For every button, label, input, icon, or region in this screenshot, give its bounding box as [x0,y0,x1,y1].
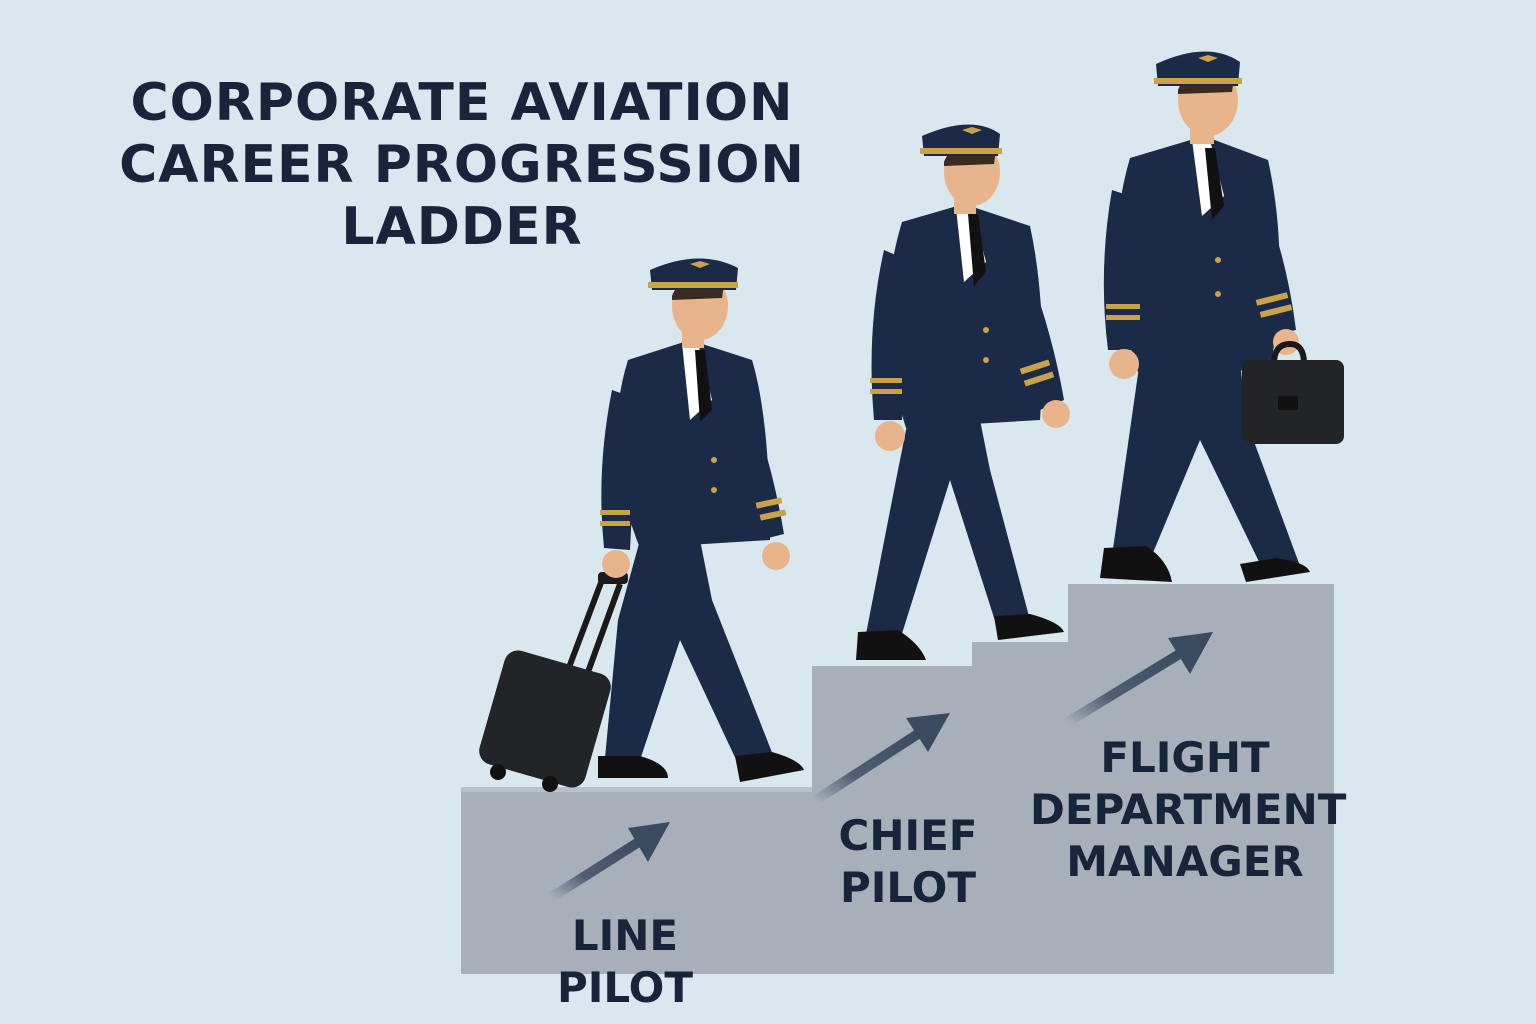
pilot-line-pilot [479,258,804,792]
fdm-line-1: FLIGHT [1100,733,1270,782]
step-label-chief-pilot: CHIEF PILOT [826,810,990,914]
title-line-2: CAREER PROGRESSION LADDER [119,135,805,257]
fdm-line-2: DEPARTMENT [1030,785,1347,834]
chief-pilot-line-2: PILOT [839,863,977,912]
chief-pilot-line-1: CHIEF [838,811,978,860]
title-line-1: CORPORATE AVIATION [130,73,794,133]
step-label-line-pilot: LINE PILOT [500,910,750,1014]
rolling-suitcase-icon [479,572,628,792]
pilot-flight-department-manager [1100,51,1344,582]
arrow-step-1 [547,822,670,902]
pilot-chief-pilot [856,124,1070,660]
arrow-step-3 [1063,632,1213,727]
arrow-step-2 [811,713,950,805]
page-title: CORPORATE AVIATION CAREER PROGRESSION LA… [0,72,924,258]
briefcase-icon [1242,340,1344,444]
fdm-line-3: MANAGER [1066,837,1304,886]
step-label-flight-department-manager: FLIGHT DEPARTMENT MANAGER [1030,732,1347,888]
line-pilot-label: LINE PILOT [556,911,694,1012]
